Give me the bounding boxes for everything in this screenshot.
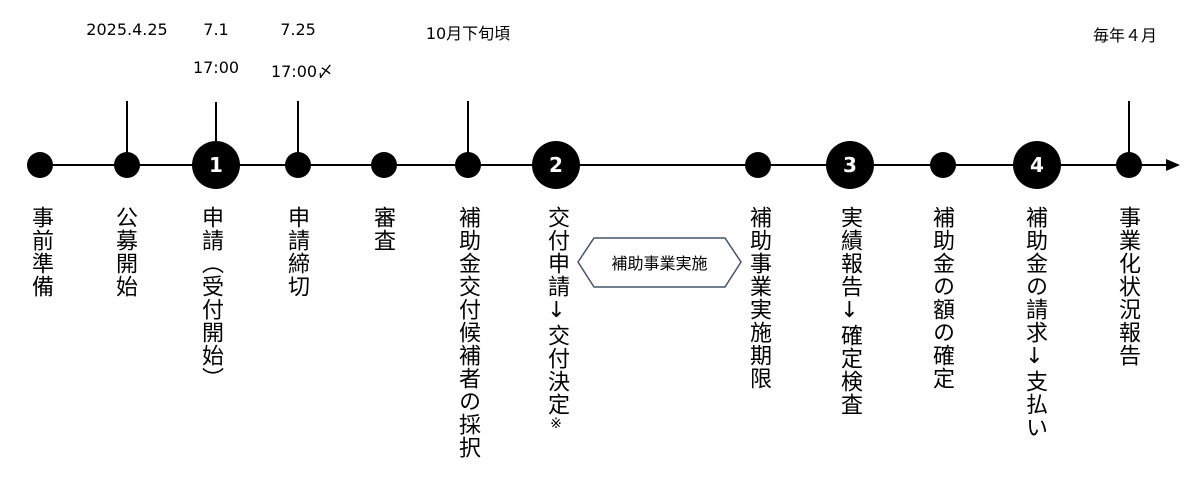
time-apply-start: 17:00 xyxy=(192,58,240,77)
tick-report xyxy=(1128,101,1130,165)
label-grant-note: ※ xyxy=(548,416,564,433)
step-1-badge: 1 xyxy=(192,141,240,189)
label-report: 実績報告↓確定検査 xyxy=(836,206,862,416)
label-report-a: 実績報告 xyxy=(837,206,862,298)
step-3-badge: 3 xyxy=(826,141,874,189)
label-open: 公募開始 xyxy=(112,206,137,298)
date-open: 2025.4.25 xyxy=(86,20,168,39)
tick-selection xyxy=(467,101,469,165)
node-deadline xyxy=(285,152,311,178)
down-arrow-icon: ↓ xyxy=(837,298,862,324)
down-arrow-icon: ↓ xyxy=(1022,344,1047,370)
implementation-label: 補助事業実施 xyxy=(611,254,708,273)
label-report-b: 確定検査 xyxy=(837,324,862,416)
date-deadline: 7.25 xyxy=(280,20,316,39)
time-deadline: 17:00〆 xyxy=(270,62,334,81)
node-period-end xyxy=(745,152,771,178)
tick-open xyxy=(126,101,128,165)
label-amount: 補助金の額の確定 xyxy=(929,206,954,390)
step-4-badge: 4 xyxy=(1013,141,1061,189)
label-status: 事業化状況報告 xyxy=(1115,206,1140,367)
tick-deadline xyxy=(297,101,299,165)
down-arrow-icon: ↓ xyxy=(544,298,569,324)
label-selection: 補助金交付候補者の採択 xyxy=(455,206,480,459)
label-prep: 事前準備 xyxy=(28,206,53,298)
node-review xyxy=(371,152,397,178)
label-grant-b: 交付決定 xyxy=(544,324,569,416)
node-amount xyxy=(930,152,956,178)
step-2-badge: 2 xyxy=(532,141,580,189)
label-claim-b: 支払い xyxy=(1022,370,1047,439)
date-selection: 10月下旬頃 xyxy=(425,24,511,43)
date-apply-start: 7.1 xyxy=(203,20,229,39)
node-selection xyxy=(455,152,481,178)
implementation-hexagon xyxy=(577,237,742,288)
label-deadline: 申請締切 xyxy=(284,206,309,298)
node-prep xyxy=(27,152,53,178)
node-status xyxy=(1116,152,1142,178)
label-apply: 申請（受付開始） xyxy=(198,206,223,390)
label-period-end: 補助事業実施期限 xyxy=(746,206,771,390)
tick-apply xyxy=(215,102,217,142)
label-review: 審査 xyxy=(370,206,395,252)
label-grant-a: 交付申請 xyxy=(544,206,569,298)
label-claim-a: 補助金の請求 xyxy=(1022,206,1047,344)
date-report: 毎年４月 xyxy=(1092,26,1158,45)
label-grant: 交付申請↓交付決定※ xyxy=(543,206,569,433)
label-claim: 補助金の請求↓支払い xyxy=(1021,206,1047,439)
node-open xyxy=(114,152,140,178)
arrow-head-icon xyxy=(1166,159,1180,171)
